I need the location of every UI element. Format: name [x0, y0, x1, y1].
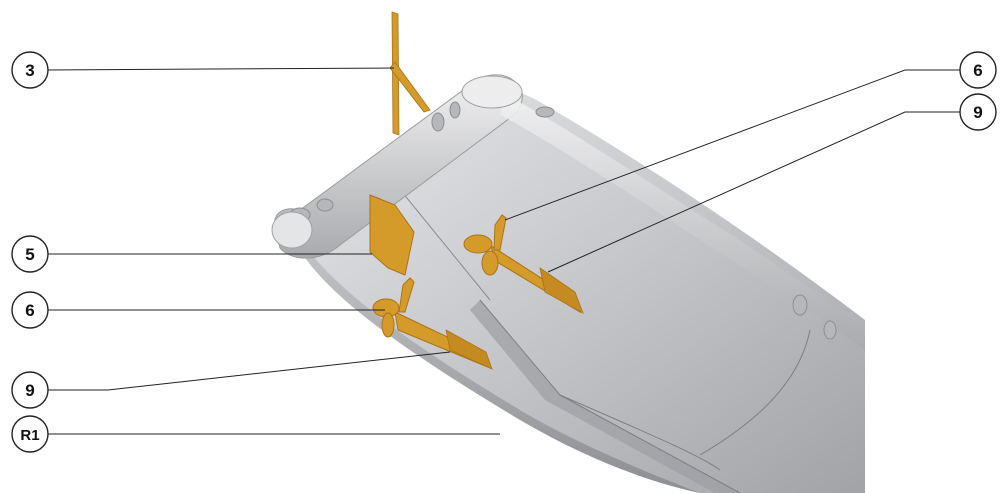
leader-lines — [47, 67, 960, 435]
callout-3-label: 3 — [25, 61, 34, 80]
fin-plate — [369, 194, 415, 276]
callout-9-right-label: 9 — [973, 103, 982, 122]
callout-9-left: 9 — [11, 371, 49, 409]
callout-6-left: 6 — [11, 291, 49, 329]
inflatable-hull — [271, 74, 865, 493]
callout-9-right: 9 — [959, 93, 997, 131]
callout-6-right-label: 6 — [973, 61, 982, 80]
leader-9-left — [48, 351, 451, 391]
transom-mount — [389, 11, 431, 136]
callout-6-right: 6 — [959, 51, 997, 89]
callout-r1-label: R1 — [20, 427, 39, 444]
propeller-assembly-right — [463, 214, 584, 314]
leader-9-right — [547, 111, 960, 273]
callout-5: 5 — [11, 235, 49, 273]
callout-9-left-label: 9 — [25, 381, 34, 400]
callout-r1: R1 — [11, 415, 49, 453]
callout-6-left-label: 6 — [25, 301, 34, 320]
leader-6-right — [504, 69, 960, 221]
callout-3: 3 — [11, 51, 49, 89]
hull-bottom-surface — [300, 88, 865, 493]
tube-right-side — [500, 95, 865, 350]
callout-5-label: 5 — [25, 245, 34, 264]
leader-3 — [47, 67, 395, 71]
propeller-assembly-left — [372, 277, 493, 370]
